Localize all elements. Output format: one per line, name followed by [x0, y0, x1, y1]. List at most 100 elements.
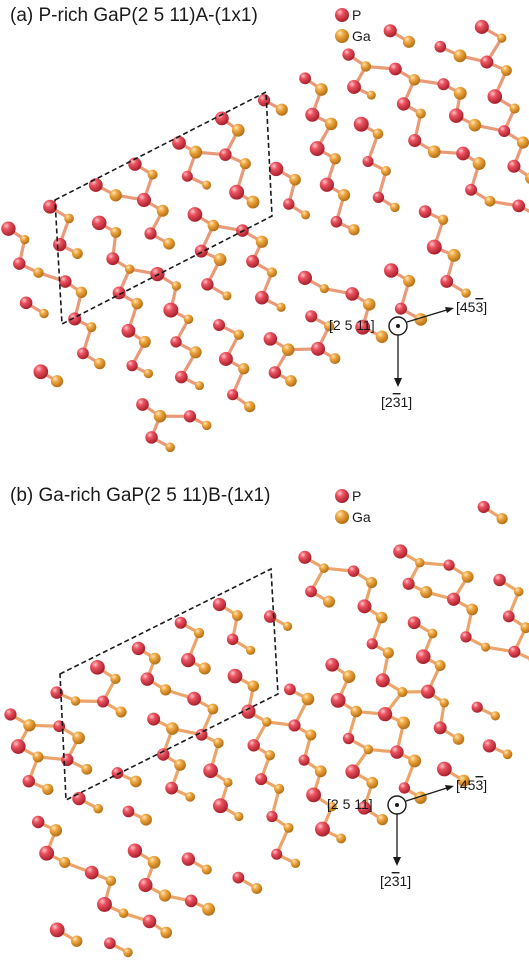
unit-cell-outline — [59, 567, 279, 802]
p-atom — [268, 366, 282, 379]
atoms — [4, 500, 529, 958]
ga-atom — [447, 248, 461, 262]
ga-atom — [255, 235, 268, 248]
p-atom — [213, 318, 226, 331]
p-atom — [140, 672, 154, 686]
p-atom — [170, 336, 182, 348]
p-atom — [49, 922, 65, 938]
out-of-plane-dot — [395, 803, 399, 807]
ga-atom — [153, 409, 167, 423]
p-atom — [299, 72, 312, 85]
ga-atom — [42, 783, 54, 795]
p-atom — [106, 252, 120, 266]
ga-atom — [94, 357, 106, 370]
p-atom — [394, 302, 407, 315]
p-atom — [408, 133, 422, 148]
ga-atom — [314, 765, 327, 778]
ga-atom — [239, 158, 251, 170]
p-atom — [298, 550, 312, 564]
p-atom — [163, 302, 179, 318]
p-atom — [181, 170, 193, 182]
ga-atom — [501, 65, 512, 76]
ga-atom — [457, 774, 470, 787]
p-atom — [1, 221, 16, 236]
axis-arrow-down-head — [394, 378, 402, 387]
ga-atom — [147, 855, 161, 869]
ga-atom — [414, 791, 427, 805]
ga-atom — [403, 274, 416, 287]
ga-atom — [158, 889, 172, 902]
p-atom — [246, 254, 260, 268]
p-atom — [393, 544, 408, 559]
legend-swatch-ga — [335, 510, 349, 524]
ga-atom — [163, 237, 175, 250]
legend-label-p: P — [352, 488, 361, 504]
axis-label-down: [231] — [381, 394, 412, 410]
p-atom — [456, 146, 470, 161]
ga-atom — [329, 153, 341, 165]
legend: P Ga — [335, 7, 371, 44]
ga-atom — [289, 173, 301, 186]
p-atom — [507, 159, 521, 173]
axis-arrow-right-head — [445, 785, 454, 791]
ga-atom — [93, 803, 103, 814]
ga-atom — [439, 698, 449, 708]
ga-atom — [81, 763, 93, 775]
legend-label-ga: Ga — [352, 509, 371, 525]
p-atom — [218, 351, 233, 366]
p-atom — [345, 287, 359, 301]
p-atom — [482, 739, 497, 753]
axis-label-down: [231] — [380, 873, 411, 889]
ga-atom — [415, 108, 426, 119]
ga-atom — [246, 195, 260, 209]
ga-atom — [336, 833, 347, 844]
ga-atom — [231, 123, 245, 137]
p-atom — [187, 691, 202, 706]
ga-atom — [86, 322, 97, 333]
p-atom — [407, 616, 421, 630]
ga-atom — [39, 308, 49, 319]
p-atom — [142, 914, 157, 929]
ga-atom — [496, 513, 508, 525]
p-atom — [10, 739, 26, 754]
ga-atom — [244, 401, 256, 413]
ga-atom — [110, 226, 122, 238]
p-atom — [311, 341, 326, 356]
ga-atom — [138, 335, 151, 348]
ga-atom — [375, 330, 389, 343]
ga-atom — [420, 586, 433, 599]
ga-atom — [453, 86, 467, 100]
ga-atom — [71, 935, 83, 947]
p-atom — [111, 767, 124, 779]
p-atom — [77, 347, 89, 360]
ga-atom — [516, 136, 529, 149]
ga-atom — [20, 234, 30, 245]
ga-atom — [194, 381, 205, 391]
p-atom — [437, 78, 450, 91]
ga-atom — [274, 783, 285, 794]
ga-atom — [327, 802, 337, 812]
p-atom — [229, 184, 245, 200]
legend-label-p: P — [352, 7, 361, 23]
ga-atom — [375, 611, 388, 624]
p-atom — [366, 638, 378, 650]
p-atom — [508, 645, 521, 658]
ga-atom — [366, 776, 379, 789]
p-atom — [227, 389, 239, 401]
p-atom — [174, 616, 187, 629]
p-atom — [420, 684, 435, 699]
p-atom — [474, 19, 489, 34]
atomic-structure — [1, 19, 529, 453]
ga-atom — [201, 864, 212, 875]
p-atom — [97, 896, 112, 912]
ga-atom — [437, 214, 449, 225]
ga-atom — [348, 224, 360, 236]
ga-atom — [427, 145, 441, 159]
ga-atom — [366, 577, 378, 589]
ga-atom — [32, 751, 44, 763]
ga-atom — [520, 622, 529, 634]
ga-atom — [480, 642, 491, 652]
p-atom — [121, 323, 136, 338]
ga-atom — [185, 791, 196, 802]
legend-label-ga: Ga — [352, 28, 371, 44]
